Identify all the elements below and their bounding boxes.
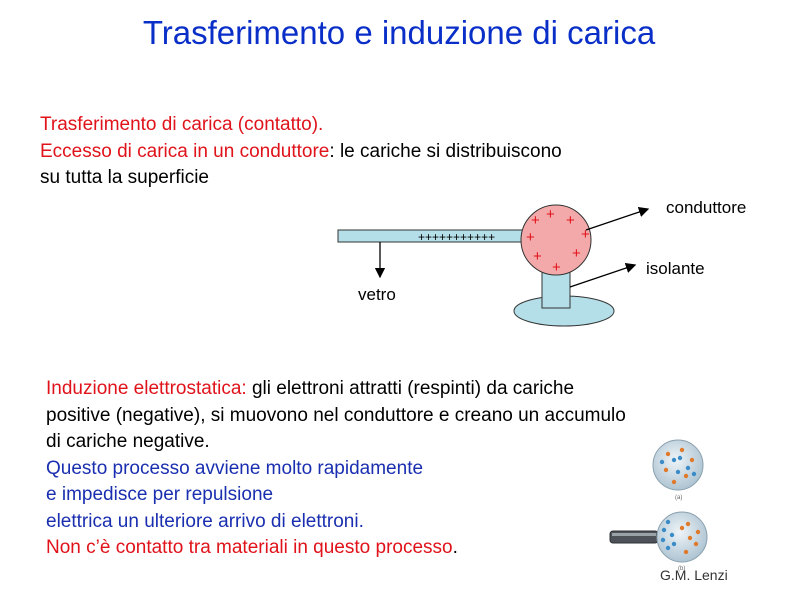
charge-transfer-diagram: +++++++++++ + + + + + + + + — [337, 204, 650, 327]
induction-text: Induzione elettrostatica: gli elettroni … — [46, 376, 746, 562]
author-credit: G.M. Lenzi — [660, 568, 728, 583]
induction-line-3: di cariche negative. — [46, 431, 210, 452]
excess-charge-line: Eccesso di carica in un conduttore: le c… — [40, 139, 740, 166]
contact-transfer-text: Trasferimento di carica (contatto). Ecce… — [40, 112, 740, 192]
sphere-charge: + — [526, 229, 535, 246]
conductor-label: conduttore — [666, 198, 747, 217]
induction-line-2: positive (negative), si muovono nel cond… — [46, 404, 626, 426]
induction-term: Induzione elettrostatica: — [46, 378, 247, 399]
sphere-charge: + — [581, 226, 590, 243]
stand-column — [541, 269, 571, 309]
sphere-charges: + + + + + + + + — [526, 206, 590, 276]
insulator-arrow — [569, 262, 637, 288]
no-contact-period: . — [452, 537, 458, 558]
induction-desc: gli elettroni attratti (respinti) da car… — [246, 378, 575, 399]
inset-a-sphere — [652, 439, 704, 491]
inset-a-caption: (a) — [675, 495, 682, 501]
excess-charge-term: Eccesso di carica in un conduttore — [40, 140, 330, 162]
surface-line: su tutta la superficie — [40, 167, 209, 188]
excess-charge-desc: : le cariche si distribuiscono — [329, 140, 562, 162]
process-line-1: Questo processo avviene molto rapidament… — [46, 457, 424, 479]
sphere-charge: + — [566, 212, 575, 229]
inset-b-sphere — [656, 511, 708, 563]
conductor-sphere — [520, 204, 592, 276]
slide-title: Trasferimento e induzione di carica — [142, 14, 656, 51]
rod-charges: +++++++++++ — [418, 230, 495, 244]
sphere-charge: + — [533, 248, 542, 265]
sphere-charge: + — [572, 245, 581, 262]
sphere-charge: + — [546, 206, 555, 223]
contact-transfer-heading: Trasferimento di carica (contatto). — [40, 114, 324, 135]
sphere-charge: + — [531, 212, 540, 229]
inset-b-caption: (b) — [678, 566, 685, 572]
no-contact-line: Non c’è contatto tra materiali in questo… — [46, 535, 746, 562]
inset-b-rod — [609, 530, 659, 544]
induction-line-1: Induzione elettrostatica: gli elettroni … — [46, 376, 746, 403]
process-line-2: e impedisce per repulsione — [46, 484, 274, 505]
conductor-arrow — [585, 206, 650, 231]
induction-insets: (a) (b) — [609, 439, 708, 572]
glass-label: vetro — [358, 285, 396, 304]
process-line-3: elettrica un ulteriore arrivo di elettro… — [46, 510, 364, 532]
insulator-label: isolante — [646, 259, 705, 278]
no-contact-text: Non c’è contatto tra materiali in questo… — [46, 537, 453, 558]
sphere-charge: + — [552, 259, 561, 276]
